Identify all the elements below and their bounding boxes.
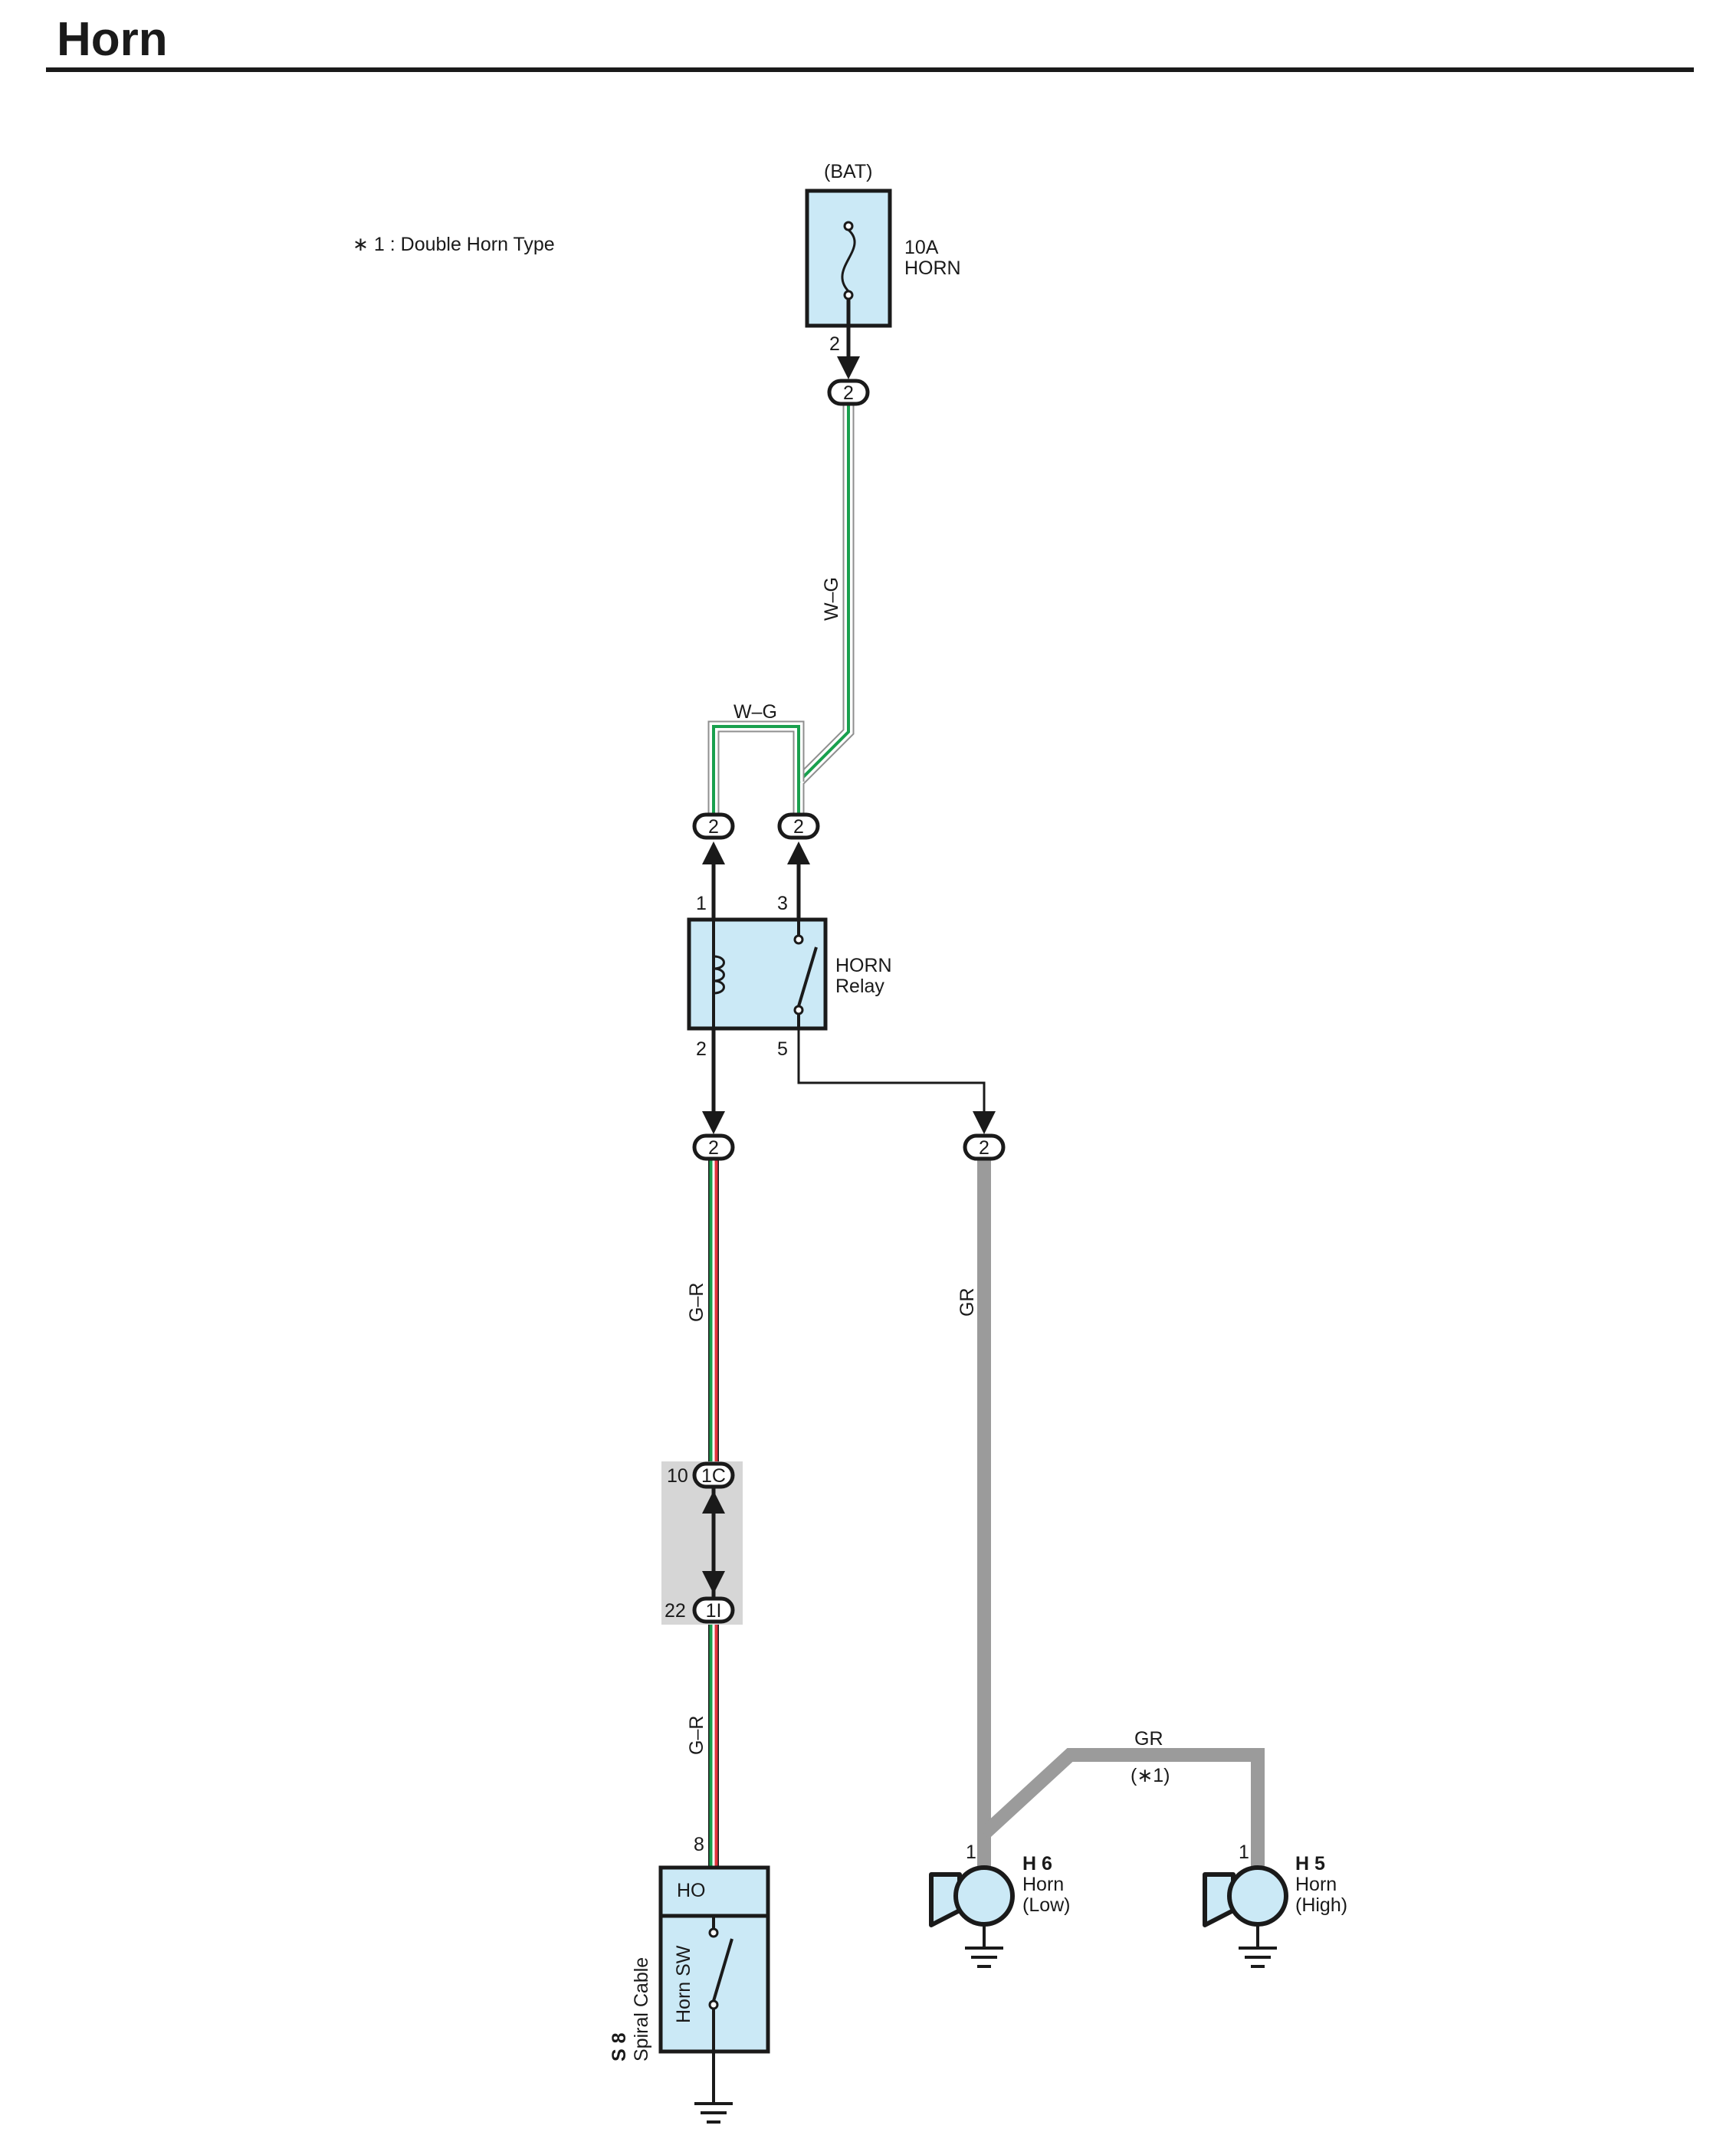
spiral-cable-horn-switch — [658, 1865, 770, 2054]
spiral-terminal: HO — [677, 1880, 706, 1901]
relay-pin-1: 1 — [696, 893, 707, 914]
connector-relay-bottom-label: 2 — [708, 1137, 719, 1159]
connector-fuse: 2 — [827, 379, 870, 406]
arrow-down-fuse — [837, 356, 860, 379]
wire-label-w-g-vertical: W–G — [821, 577, 842, 621]
ground-icon — [694, 2052, 733, 2124]
horn-low-speaker-icon — [929, 1865, 1015, 1927]
wire-label-gr-vertical: GR — [957, 1288, 978, 1317]
wire-label-gr-branch-note: (∗1) — [1131, 1765, 1170, 1786]
title-rule — [46, 67, 1694, 72]
ground-icon — [1239, 1924, 1277, 1968]
relay-lead-5 — [797, 1028, 986, 1111]
arrow-up-1c — [702, 1491, 725, 1514]
relay-name: HORN — [835, 955, 892, 976]
connector-fuse-label: 2 — [843, 382, 854, 404]
horn-high-sub: (High) — [1295, 1894, 1347, 1916]
spiral-switch-label: Horn SW — [673, 1945, 694, 2023]
arrow-up-relay-right — [787, 841, 810, 864]
connector-relay-right: 2 — [777, 812, 820, 840]
horn-high-speaker-icon — [1203, 1865, 1288, 1927]
horn-high-name: Horn — [1295, 1874, 1337, 1895]
connector-horn-feed-label: 2 — [979, 1137, 989, 1159]
page-title: Horn — [57, 13, 168, 66]
relay-pin-5: 5 — [777, 1038, 788, 1060]
arrow-down-1i — [702, 1571, 725, 1594]
spiral-code: S 8 — [609, 2032, 630, 2061]
horn-relay — [687, 917, 828, 1031]
connector-relay-left: 2 — [692, 812, 735, 840]
connector-relay-right-label: 2 — [793, 816, 804, 838]
spiral-name: Spiral Cable — [631, 1957, 652, 2061]
connector-1i-pin: 22 — [665, 1600, 686, 1622]
connector-1c-pin: 10 — [667, 1465, 688, 1487]
connector-1c: 1C — [692, 1461, 735, 1489]
horn-low-name: Horn — [1022, 1874, 1064, 1895]
connector-1i-label: 1I — [706, 1600, 722, 1622]
wire-label-g-r-lower: G–R — [686, 1716, 707, 1755]
battery-label: (BAT) — [824, 161, 872, 182]
fuse-rating: 10A — [904, 237, 939, 258]
fuse-name: HORN — [904, 257, 961, 279]
arrow-up-relay-left — [702, 841, 725, 864]
arrow-down-relay-2 — [702, 1111, 725, 1134]
wire-label-w-g-loop: W–G — [733, 701, 777, 723]
wire-w-g — [707, 402, 855, 814]
horn-low-sub: (Low) — [1022, 1894, 1071, 1916]
horn-low-code: H 6 — [1022, 1853, 1052, 1874]
type-note: ∗ 1 : Double Horn Type — [353, 234, 555, 255]
arrow-down-horn-feed — [973, 1111, 996, 1134]
horn-high-pin: 1 — [1239, 1842, 1249, 1863]
spiral-pin: 8 — [694, 1834, 704, 1855]
wire-label-g-r-upper: G–R — [686, 1283, 707, 1322]
connector-horn-feed: 2 — [963, 1133, 1006, 1161]
relay-type: Relay — [835, 976, 884, 997]
fuse-pin: 2 — [829, 333, 840, 355]
fuse-10a-horn — [805, 189, 892, 360]
horn-high-code: H 5 — [1295, 1853, 1325, 1874]
connector-1c-label: 1C — [701, 1465, 726, 1487]
connector-1i: 1I — [692, 1596, 735, 1624]
relay-pin-3: 3 — [777, 893, 788, 914]
wire-label-gr-branch: GR — [1134, 1728, 1163, 1750]
horn-low-pin: 1 — [966, 1842, 976, 1863]
relay-pin-2: 2 — [696, 1038, 707, 1060]
connector-relay-bottom: 2 — [692, 1133, 735, 1161]
wire-gr — [977, 1159, 1265, 1874]
ground-icon — [965, 1924, 1003, 1968]
connector-relay-left-label: 2 — [708, 816, 719, 838]
